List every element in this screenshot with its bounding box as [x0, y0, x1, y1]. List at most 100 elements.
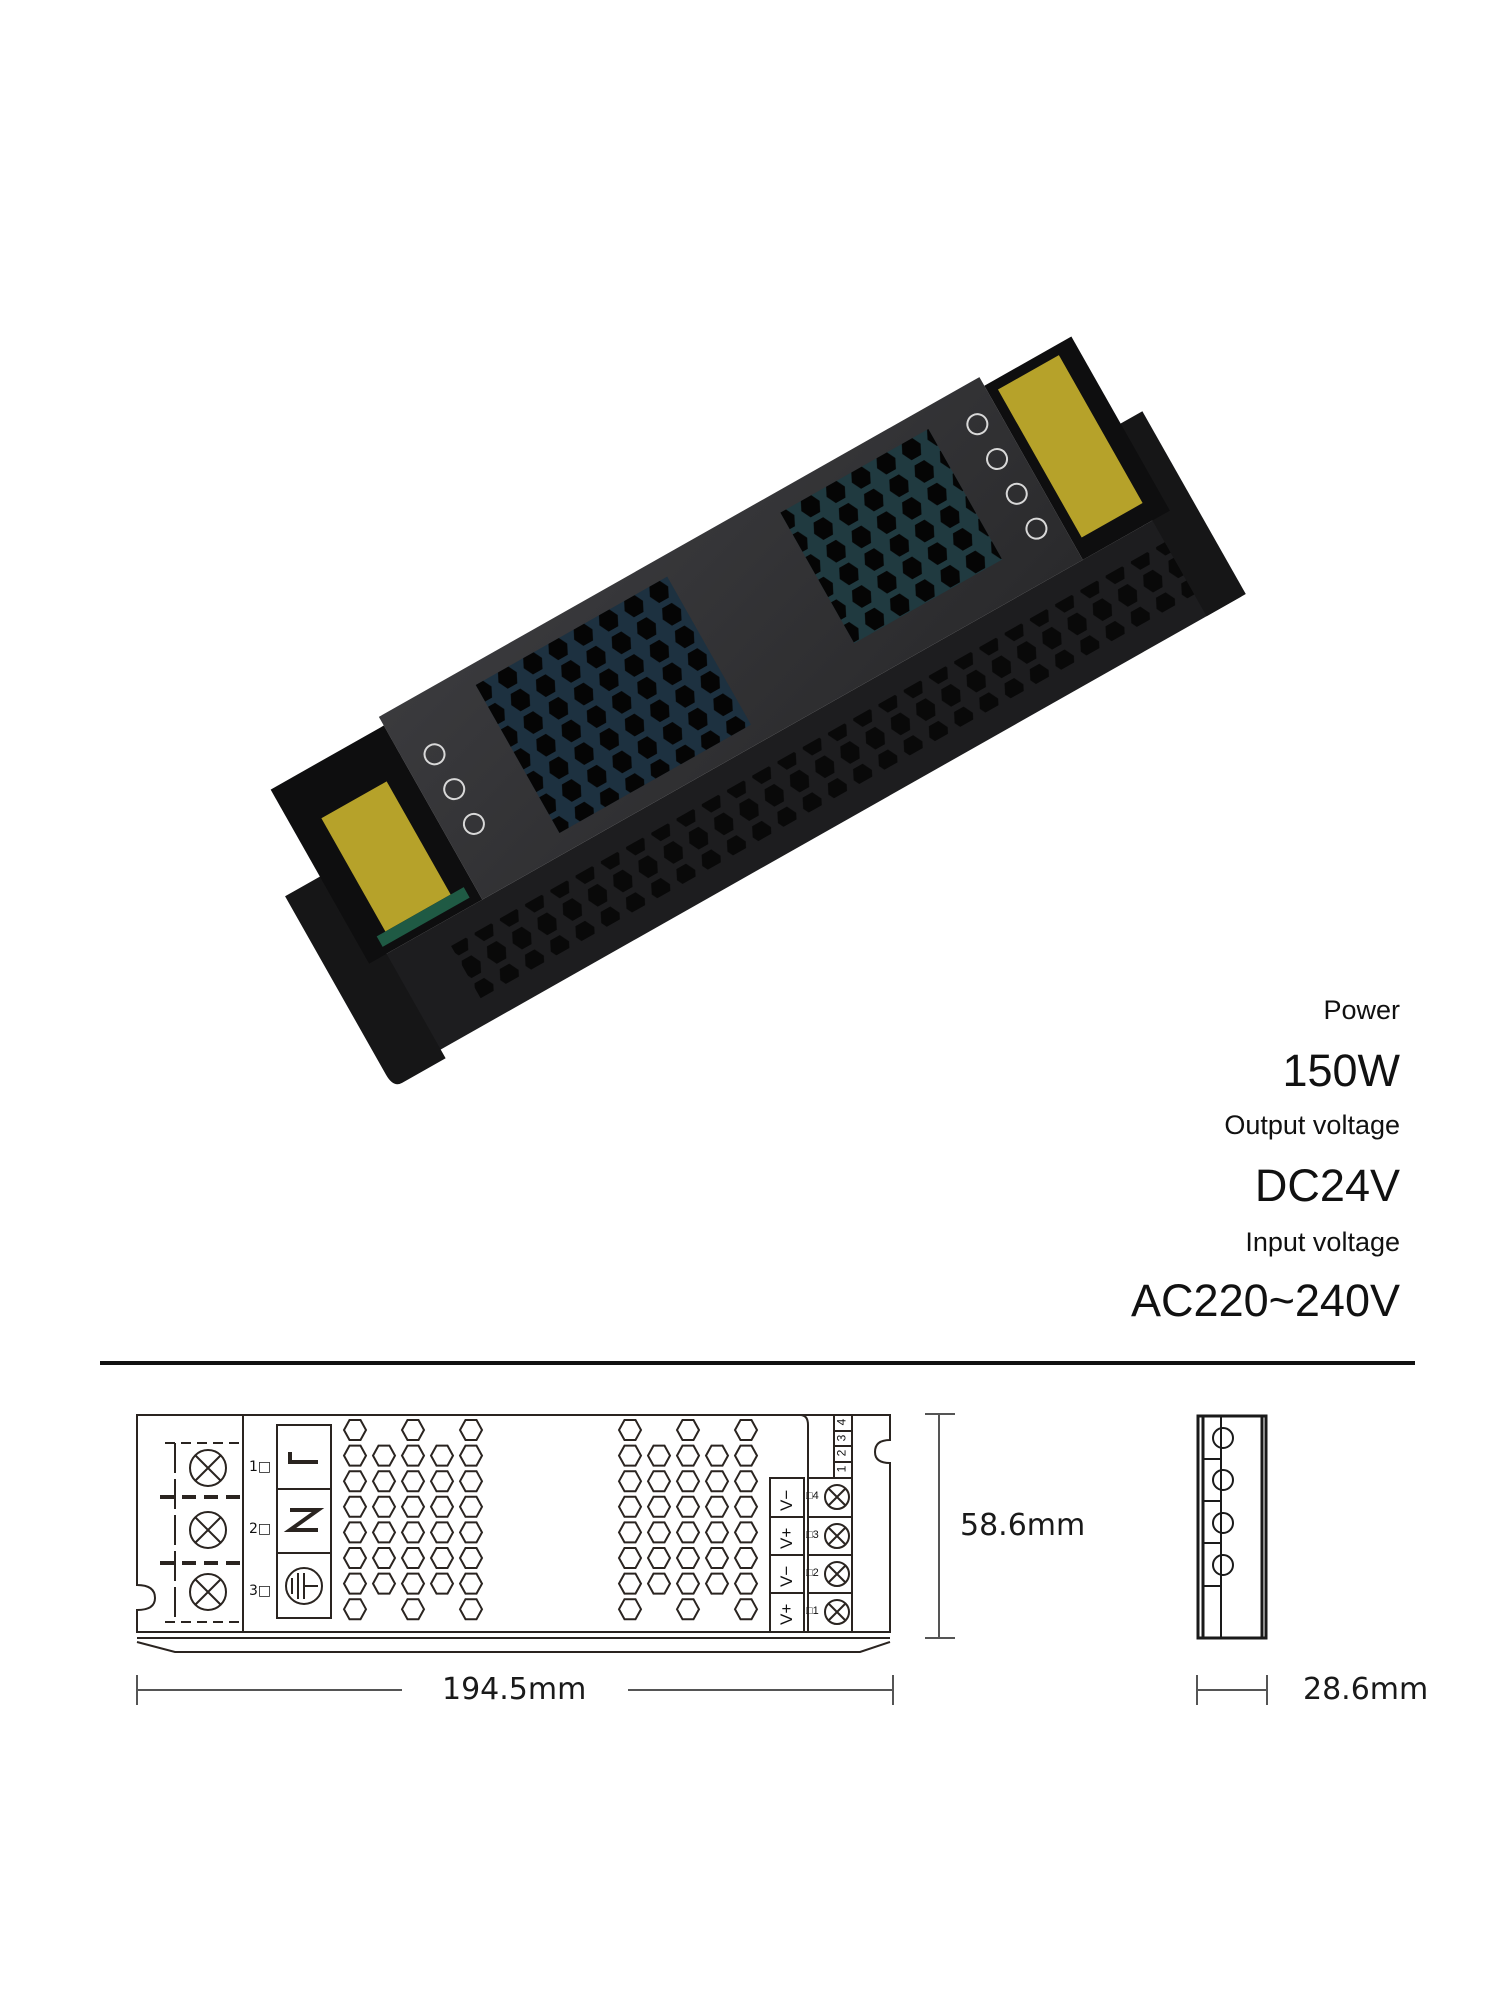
output-index: 4 — [834, 1418, 849, 1426]
vent-hole — [429, 1521, 455, 1544]
vent-hole — [342, 1444, 368, 1467]
output-label: V+ — [777, 1527, 796, 1549]
dimension-width: 28.6mm — [1303, 1672, 1429, 1707]
output-marking-icon — [1005, 482, 1028, 505]
output-label: V− — [777, 1565, 796, 1587]
vent-hole — [342, 1598, 368, 1621]
vent-hole — [733, 1521, 759, 1544]
vent-hole — [646, 1572, 672, 1595]
product-image — [270, 336, 1246, 1085]
vent-hole — [400, 1495, 426, 1518]
output-marking-icon — [966, 413, 989, 436]
spec-power-label: Power — [1323, 995, 1400, 1025]
vent-hole — [400, 1419, 426, 1441]
vent-hole — [429, 1444, 455, 1467]
vent-hole — [371, 1495, 397, 1518]
vent-hole — [733, 1598, 759, 1621]
output-pin-label: □1 — [806, 1605, 819, 1617]
vent-hole — [458, 1419, 484, 1441]
vent-hole — [733, 1470, 759, 1493]
vent-hole — [675, 1470, 701, 1493]
vent-hole — [429, 1470, 455, 1493]
spec-power-value: 150W — [1282, 1045, 1400, 1096]
vent-hole — [400, 1572, 426, 1595]
vent-hole — [458, 1547, 484, 1569]
output-screw-icons — [824, 1484, 850, 1625]
vent-hole — [429, 1572, 455, 1595]
output-index: 3 — [834, 1434, 849, 1442]
vent-hole — [646, 1547, 672, 1569]
input-screw-icons — [189, 1449, 227, 1611]
vent-hole — [617, 1444, 643, 1467]
vent-hole — [646, 1444, 672, 1467]
input-n-marking-icon — [443, 778, 466, 801]
vent-hole — [342, 1470, 368, 1493]
vent-hole — [458, 1444, 484, 1467]
spec-input-voltage-value: AC220~240V — [1131, 1275, 1400, 1326]
vent-hole — [400, 1470, 426, 1493]
vent-hole — [371, 1470, 397, 1493]
vent-hole — [617, 1495, 643, 1518]
vent-hole — [675, 1495, 701, 1518]
vent-hole — [617, 1572, 643, 1595]
output-label: V+ — [777, 1603, 796, 1625]
vent-hole — [675, 1572, 701, 1595]
vent-hole — [371, 1521, 397, 1544]
vent-hole — [342, 1521, 368, 1544]
vent-hole — [704, 1444, 730, 1467]
dimension-height: 58.6mm — [960, 1508, 1086, 1543]
vent-hole — [342, 1547, 368, 1569]
vent-hole — [704, 1572, 730, 1595]
vent-hole — [342, 1419, 368, 1441]
vent-hole — [458, 1572, 484, 1595]
vent-hole — [342, 1495, 368, 1518]
input-l-marking-icon — [423, 743, 446, 766]
vent-hole — [733, 1419, 759, 1441]
vent-hole — [400, 1521, 426, 1544]
spec-output-voltage-value: DC24V — [1254, 1160, 1400, 1211]
vent-hole — [617, 1470, 643, 1493]
vent-hole — [458, 1521, 484, 1544]
output-marking-icon — [986, 448, 1009, 471]
vent-hole — [646, 1521, 672, 1544]
vent-hole — [617, 1521, 643, 1544]
output-index: 1 — [834, 1465, 849, 1473]
vent-hole — [704, 1547, 730, 1569]
vent-hole — [704, 1470, 730, 1493]
vent-hole — [371, 1572, 397, 1595]
vent-hole — [458, 1495, 484, 1518]
vent-hole — [675, 1598, 701, 1621]
vent-hole — [733, 1495, 759, 1518]
vent-hole — [400, 1547, 426, 1569]
spec-output-voltage-label: Output voltage — [1224, 1110, 1400, 1140]
vent-hole — [675, 1444, 701, 1467]
input-pin-label: 3□ — [249, 1583, 272, 1599]
vent-hole — [429, 1547, 455, 1569]
vent-hole — [371, 1444, 397, 1467]
output-pin-label: □3 — [806, 1529, 819, 1541]
vent-hole — [617, 1419, 643, 1441]
dimension-length: 194.5mm — [442, 1672, 587, 1707]
output-marking-icon — [1025, 517, 1048, 540]
vent-hole — [733, 1547, 759, 1569]
earth-marking-icon — [462, 812, 485, 835]
vent-hole — [617, 1598, 643, 1621]
input-pin-label: 2□ — [249, 1521, 272, 1537]
vent-hole — [675, 1419, 701, 1441]
vent-hole — [458, 1470, 484, 1493]
vent-hole — [342, 1572, 368, 1595]
vent-hole — [704, 1495, 730, 1518]
vent-hole — [429, 1495, 455, 1518]
vent-hole — [704, 1521, 730, 1544]
vent-hole — [733, 1572, 759, 1595]
side-view-drawing — [1196, 1414, 1268, 1640]
output-pin-label: □2 — [806, 1567, 819, 1579]
input-pin-label: 1□ — [249, 1459, 272, 1475]
output-pin-label: □4 — [806, 1490, 819, 1502]
spec-input-voltage-label: Input voltage — [1245, 1227, 1400, 1257]
vent-hole — [400, 1598, 426, 1621]
vent-hole — [400, 1444, 426, 1467]
vent-hole — [458, 1598, 484, 1621]
section-divider — [100, 1361, 1415, 1365]
output-index: 2 — [834, 1449, 849, 1457]
